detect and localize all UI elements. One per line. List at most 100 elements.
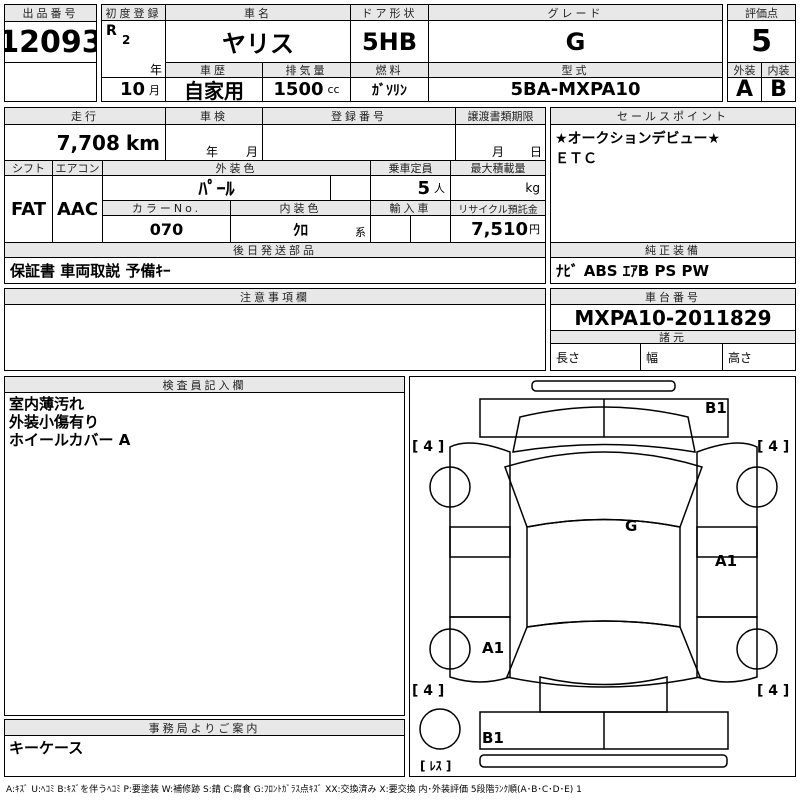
inspection-year-unit: 年 xyxy=(206,145,219,159)
int-color-value: ｸﾛ xyxy=(292,220,308,239)
ext-color: ﾊﾟｰﾙ xyxy=(102,175,331,201)
transfer-value: 月 日 xyxy=(455,124,546,161)
damage-diagram: B1 G A1 A1 B1 [ 4 ] [ 4 ] [ 4 ] [ 4 ] [ … xyxy=(409,376,796,777)
tire-rl: [ 4 ] xyxy=(412,683,445,699)
car-name: ヤリス xyxy=(165,20,351,63)
recycle-unit: 円 xyxy=(529,223,540,236)
door-label: ドア形状 xyxy=(350,4,429,21)
transfer-label: 譲渡書類期限 xyxy=(455,107,546,125)
import-a xyxy=(370,215,411,243)
mark-g: G xyxy=(625,517,638,535)
score-label: 評価点 xyxy=(727,4,796,21)
lot-label: 出品番号 xyxy=(4,4,97,22)
notes-area xyxy=(4,304,546,371)
capacity-value: 5 xyxy=(417,177,430,199)
lot-number: 12093 xyxy=(4,21,97,63)
aircon-label: エアコン xyxy=(52,160,103,176)
mileage-label: 走行 xyxy=(4,107,166,125)
spare-tire: [ ﾚｽ ] xyxy=(420,759,452,773)
office-text: キーケース xyxy=(9,739,84,757)
notes-label: 注意事項欄 xyxy=(4,288,546,305)
int-color-label: 内装色 xyxy=(230,200,371,216)
sales-point-line: ＥＴＣ xyxy=(555,151,597,167)
spec-width: 幅 xyxy=(640,343,723,371)
int-score-label: 内装 xyxy=(761,62,796,78)
car-name-label: 車名 xyxy=(165,4,351,21)
sales-point-label: セールスポイント xyxy=(550,107,796,125)
capacity-unit: 人 xyxy=(434,182,445,195)
mark-b1-bottom: B1 xyxy=(482,729,504,747)
later-parts-label: 後日発送部品 xyxy=(4,242,546,258)
capacity-label: 乗車定員 xyxy=(370,160,451,176)
mark-a1-right: A1 xyxy=(715,552,738,570)
grade: G xyxy=(428,20,723,63)
sales-point: ★オークションデビュー★ ＥＴＣ xyxy=(550,124,796,243)
tire-fr: [ 4 ] xyxy=(757,439,790,455)
equipment-label: 純正装備 xyxy=(550,242,796,258)
recycle-label: リサイクル預託金 xyxy=(450,200,546,216)
ext-score: A xyxy=(727,77,762,102)
int-color: ｸﾛ 系 xyxy=(230,215,371,243)
inspection-month-unit: 月 xyxy=(246,145,259,159)
inspector-area: 室内薄汚れ 外装小傷有り ホイールカバー A xyxy=(4,392,405,716)
color-no-label: カラーNo. xyxy=(102,200,231,216)
history-label: 車歴 xyxy=(165,62,263,78)
spec-height: 高さ xyxy=(722,343,796,371)
fuel-label: 燃料 xyxy=(350,62,429,78)
door-type: 5HB xyxy=(350,20,429,63)
aircon: AAC xyxy=(52,175,103,243)
inspection-value: 年 月 xyxy=(165,124,263,161)
chassis-label: 車台番号 xyxy=(550,288,796,305)
displacement-label: 排気量 xyxy=(262,62,351,78)
spec-label: 諸元 xyxy=(550,330,796,344)
model: 5BA-MXPA10 xyxy=(428,77,723,102)
mark-b1-top: B1 xyxy=(705,399,727,417)
recycle-value: 7,510 xyxy=(471,218,528,240)
displacement-value: 1500 xyxy=(273,79,324,100)
sales-point-line: ★オークションデビュー★ xyxy=(555,131,721,147)
equipment: ﾅﾋﾞ ABS ｴｱB PS PW xyxy=(550,257,796,284)
transfer-day-unit: 日 xyxy=(530,145,543,159)
model-label: 型式 xyxy=(428,62,723,78)
color-no: 070 xyxy=(102,215,231,243)
era: R xyxy=(106,23,117,39)
mileage-unit: km xyxy=(125,130,160,155)
import-label: 輸入車 xyxy=(370,200,451,216)
tire-rr: [ 4 ] xyxy=(757,683,790,699)
legend: A:ｷｽﾞ U:ﾍｺﾐ B:ｷｽﾞを伴うﾍｺﾐ P:要塗装 W:補修跡 S:錆 … xyxy=(6,785,582,795)
history: 自家用 xyxy=(165,77,263,102)
max-load: kg xyxy=(450,175,546,201)
grade-label: グレード xyxy=(428,4,723,21)
first-reg-label: 初度登録 xyxy=(101,4,166,21)
reg-no-label: 登録番号 xyxy=(262,107,456,125)
first-reg-year: R 2 年 xyxy=(101,20,166,78)
inspector-label: 検査員記入欄 xyxy=(4,376,405,393)
chassis-number: MXPA10-2011829 xyxy=(550,304,796,331)
office-label: 事務局よりご案内 xyxy=(4,719,405,736)
lot-blank xyxy=(4,62,97,102)
office-area: キーケース xyxy=(4,735,405,777)
month-value: 10 xyxy=(119,79,145,100)
shift-label: シフト xyxy=(4,160,53,176)
year-unit: 年 xyxy=(150,63,163,77)
max-load-label: 最大積載量 xyxy=(450,160,546,176)
ext-color-extra xyxy=(330,175,371,201)
tire-fl: [ 4 ] xyxy=(412,439,445,455)
ext-score-label: 外装 xyxy=(727,62,762,78)
overall-score: 5 xyxy=(727,20,796,63)
first-reg-month: 10 月 xyxy=(101,77,166,102)
int-color-unit: 系 xyxy=(355,226,366,239)
inspection-label: 車検 xyxy=(165,107,263,125)
inspector-text: 室内薄汚れ 外装小傷有り ホイールカバー A xyxy=(9,395,131,449)
fuel: ｶﾞｿﾘﾝ xyxy=(350,77,429,102)
car-outline-icon xyxy=(419,380,778,768)
reg-no-value xyxy=(262,124,456,161)
year-value: 2 xyxy=(122,33,131,47)
mileage-value: 7,708 xyxy=(56,130,120,155)
month-unit: 月 xyxy=(149,83,160,97)
later-parts: 保証書 車両取説 予備ｷｰ xyxy=(4,257,546,284)
